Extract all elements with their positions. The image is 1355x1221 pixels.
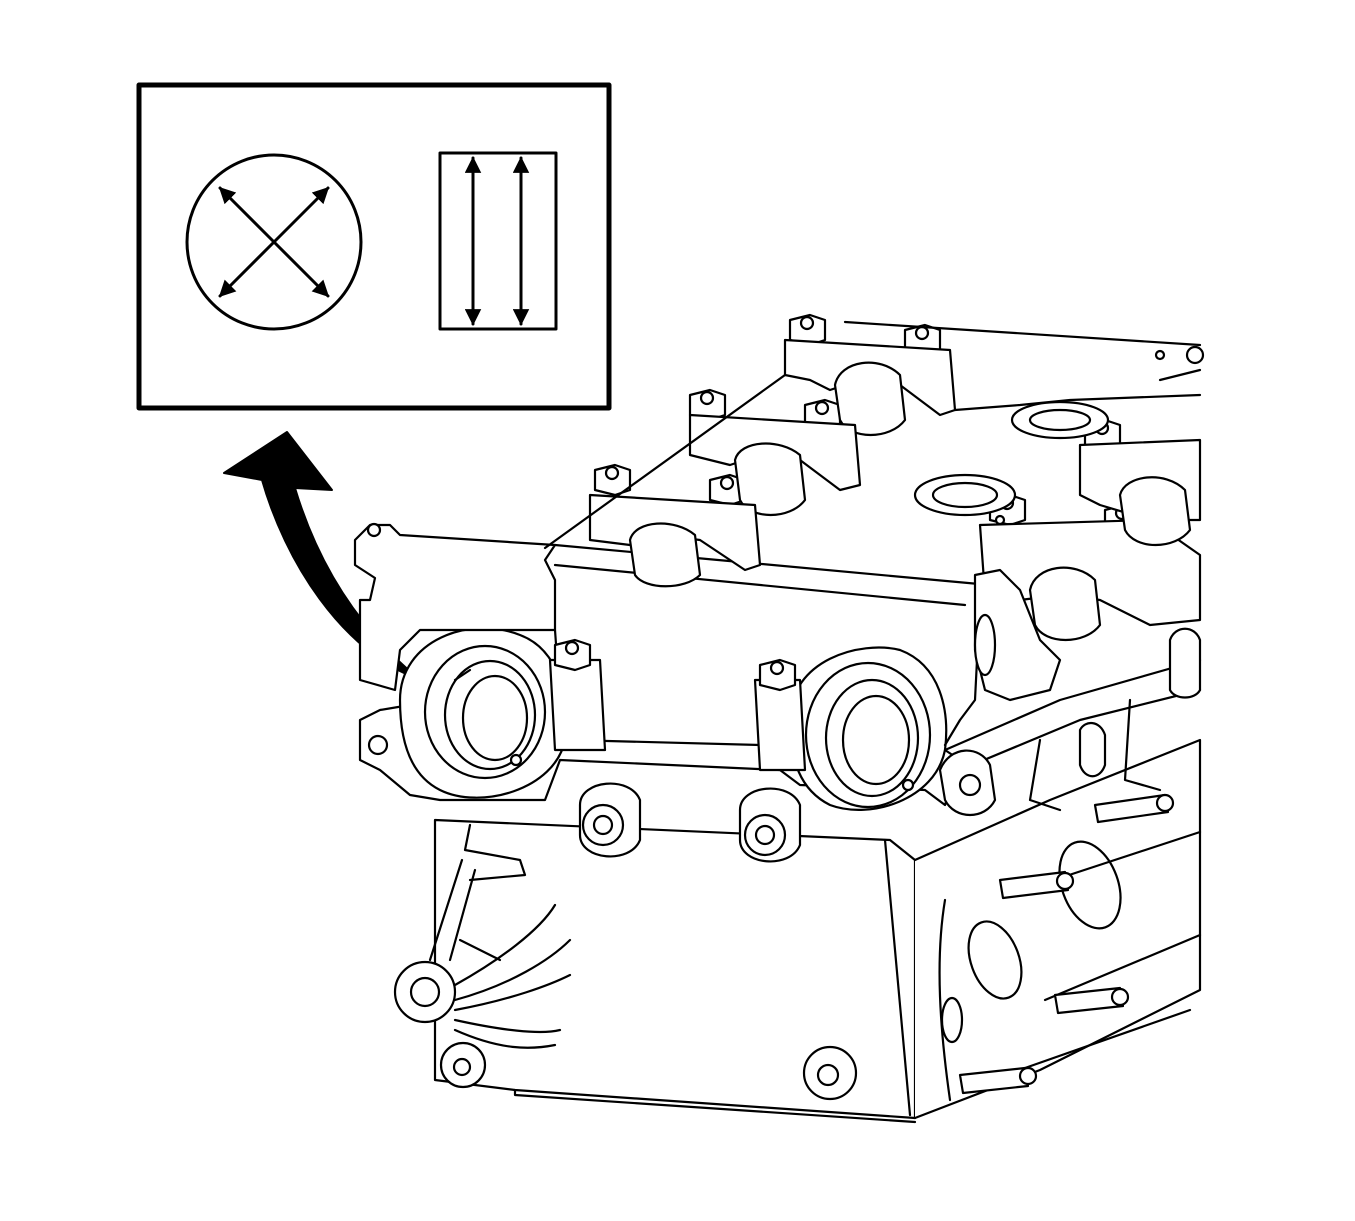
cam-bearings [398, 627, 948, 811]
rectangle-vertical-arrows-icon [438, 151, 558, 331]
studs [958, 793, 1175, 1095]
sensor-wires [428, 823, 572, 1049]
cylinder-head-illustration [353, 313, 1205, 1124]
inset-callout-box [136, 82, 612, 411]
circle-crossed-arrows-icon [185, 153, 363, 331]
cam-caps [588, 338, 1202, 642]
bosses [393, 782, 858, 1101]
